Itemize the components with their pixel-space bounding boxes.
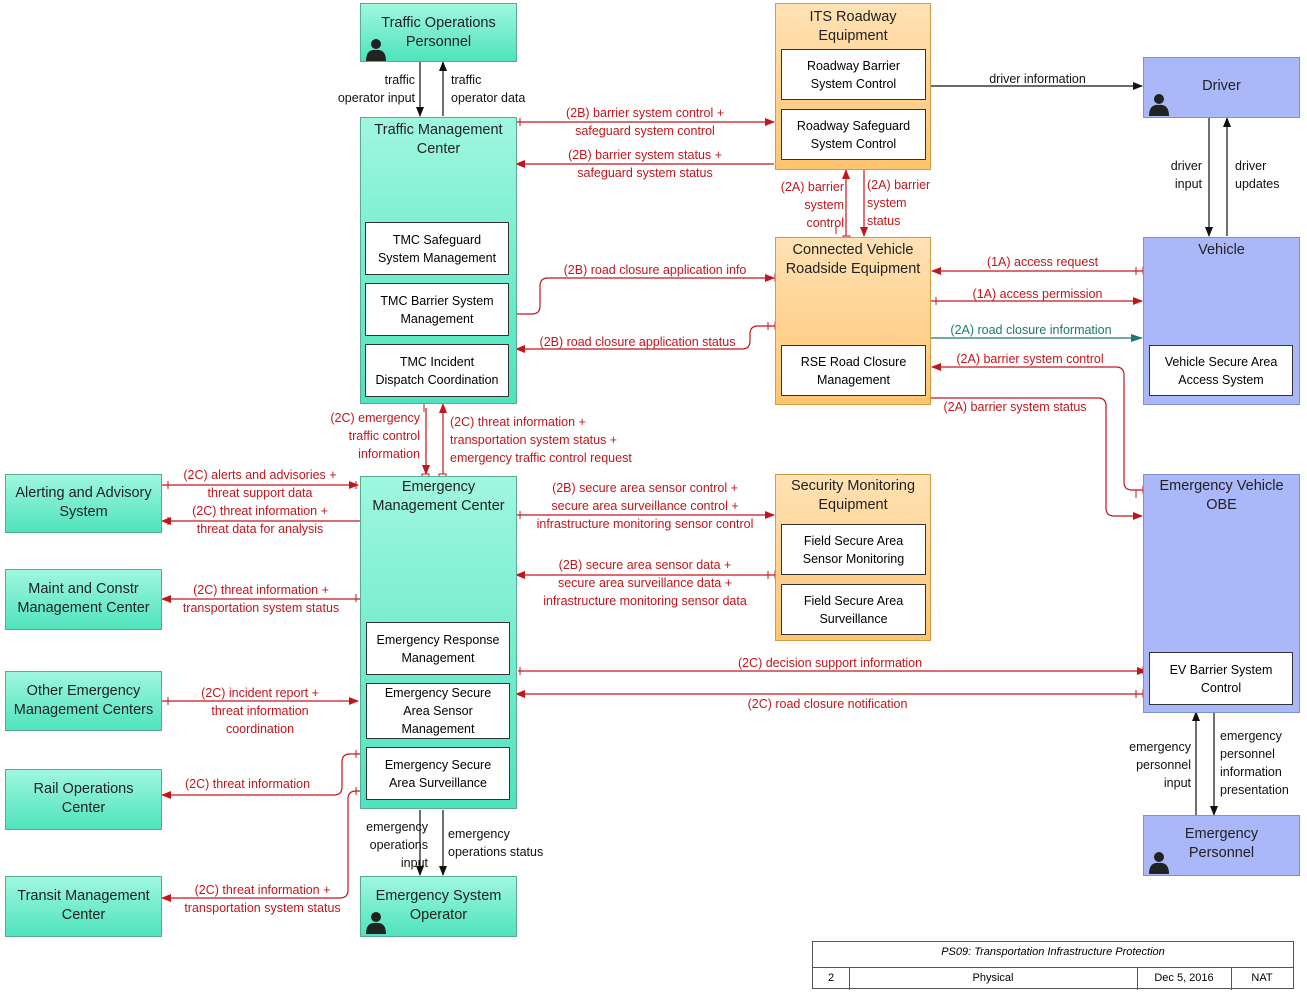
alerting-advisory-title: Alerting and Advisory System [15,485,152,520]
flow-label: (2C) threat information + threat data fo… [192,504,328,536]
flow-label: driver information [989,72,1086,86]
maint-constr-node[interactable]: Maint and Constr Management Center [5,569,162,630]
flow-label: emergency personnel input [1129,740,1191,790]
emergency-surveillance-box[interactable]: Emergency Secure Area Surveillance [366,747,510,800]
driver-node[interactable]: Driver [1143,57,1300,118]
emergency-sensor-box[interactable]: Emergency Secure Area Sensor Management [366,683,510,739]
vehicle-secure-access-box[interactable]: Vehicle Secure Area Access System [1149,345,1293,396]
flow-label: (2B) barrier system status + safeguard s… [568,148,722,180]
flow-label: (2A) barrier system status [943,400,1087,414]
flow-label: (2A) road closure information [950,323,1112,337]
flow-label: (2C) decision support information [737,656,923,670]
flow-label: (2A) barrier system status [867,178,931,228]
field-sensor-box[interactable]: Field Secure Area Sensor Monitoring [781,524,926,575]
flow-label: driver input [1170,159,1202,191]
tmc-safeguard-box[interactable]: TMC Safeguard System Management [365,222,509,275]
emergency-management-center-title: Emergency Management Center [372,479,505,514]
person-icon [1149,94,1169,116]
transit-management-title: Transit Management Center [17,888,150,923]
diagram-scope: NAT [1251,972,1273,984]
emergency-system-operator-node[interactable]: Emergency System Operator [360,876,517,937]
roadway-safeguard-control-box[interactable]: Roadway Safeguard System Control [781,109,926,160]
flow-label: (2C) alerts and advisories + threat supp… [183,468,337,500]
other-emergency-title: Other Emergency Management Centers [13,683,154,718]
traffic-management-center-title: Traffic Management Center [374,122,503,157]
view-type: Physical [972,972,1014,984]
person-icon [1149,852,1169,874]
roadway-barrier-control-box[interactable]: Roadway Barrier System Control [781,49,926,100]
flow-label: (2A) barrier system control [780,180,844,230]
flow-label: (2B) secure area sensor data + secure ar… [543,558,747,608]
its-roadway-equipment-title: ITS Roadway Equipment [809,9,897,44]
flow-label: traffic operator data [451,73,526,105]
flow-label: (2B) road closure application info [563,263,747,277]
flow-label: (2C) incident report + threat informatio… [201,686,319,736]
flow-label: emergency operations input [366,820,428,870]
emergency-personnel-node[interactable]: Emergency Personnel [1143,815,1300,876]
emergency-vehicle-obe-title: Emergency Vehicle OBE [1159,478,1284,513]
flow-label: traffic operator input [337,73,415,105]
rail-operations-title: Rail Operations Center [33,781,134,816]
rail-operations-node[interactable]: Rail Operations Center [5,769,162,830]
flow-label: (2B) secure area sensor control + secure… [536,481,754,531]
maint-constr-title: Maint and Constr Management Center [17,581,150,616]
title-block: PS09: Transportation Infrastructure Prot… [812,941,1294,990]
tmc-barrier-box[interactable]: TMC Barrier System Management [365,283,509,336]
person-icon [366,39,386,61]
alerting-advisory-node[interactable]: Alerting and Advisory System [5,474,162,533]
traffic-operations-personnel-node[interactable]: Traffic Operations Personnel [360,3,517,62]
person-icon [366,912,386,934]
security-monitoring-title: Security Monitoring Equipment [790,478,916,513]
flow-label: (2C) threat information [184,777,311,791]
flow-label: (1A) access request [986,255,1099,269]
tmc-incident-box[interactable]: TMC Incident Dispatch Coordination [365,344,509,397]
driver-title: Driver [1202,78,1241,94]
traffic-operations-personnel-title: Traffic Operations Personnel [381,15,496,50]
emergency-response-box[interactable]: Emergency Response Management [366,622,510,675]
diagram-date: Dec 5, 2016 [1154,972,1214,984]
flow-label: driver updates [1235,159,1280,191]
emergency-system-operator-title: Emergency System Operator [375,888,502,923]
flow-label: (2B) barrier system control + safeguard … [565,106,725,138]
flow-label: (2C) emergency traffic control informati… [330,411,420,461]
flow-label: (2B) road closure application status [539,335,736,349]
flow-label: emergency personnel information presenta… [1220,729,1289,797]
diagram-title: PS09: Transportation Infrastructure Prot… [941,946,1165,958]
rse-road-closure-box[interactable]: RSE Road Closure Management [781,345,926,396]
flow-label: (2C) road closure notification [747,697,908,711]
flow-label: (1A) access permission [972,287,1103,301]
flow-label: emergency operations status [448,827,544,859]
flow-label: (2A) barrier system control [956,352,1104,366]
other-emergency-node[interactable]: Other Emergency Management Centers [5,671,162,731]
connected-vehicle-rse-title: Connected Vehicle Roadside Equipment [785,242,921,277]
title-block-row: 2 Physical Dec 5, 2016 NAT [813,967,1293,990]
transit-management-node[interactable]: Transit Management Center [5,876,162,937]
vehicle-title: Vehicle [1198,242,1245,258]
flow-label: (2C) threat information + transportation… [450,415,632,465]
flow-label: (2C) threat information + transportation… [184,883,341,915]
page-number: 2 [827,972,835,984]
ev-barrier-box[interactable]: EV Barrier System Control [1149,652,1293,705]
field-surveillance-box[interactable]: Field Secure Area Surveillance [781,584,926,635]
emergency-personnel-title: Emergency Personnel [1184,826,1259,861]
flow-label: (2C) threat information + transportation… [182,583,340,615]
